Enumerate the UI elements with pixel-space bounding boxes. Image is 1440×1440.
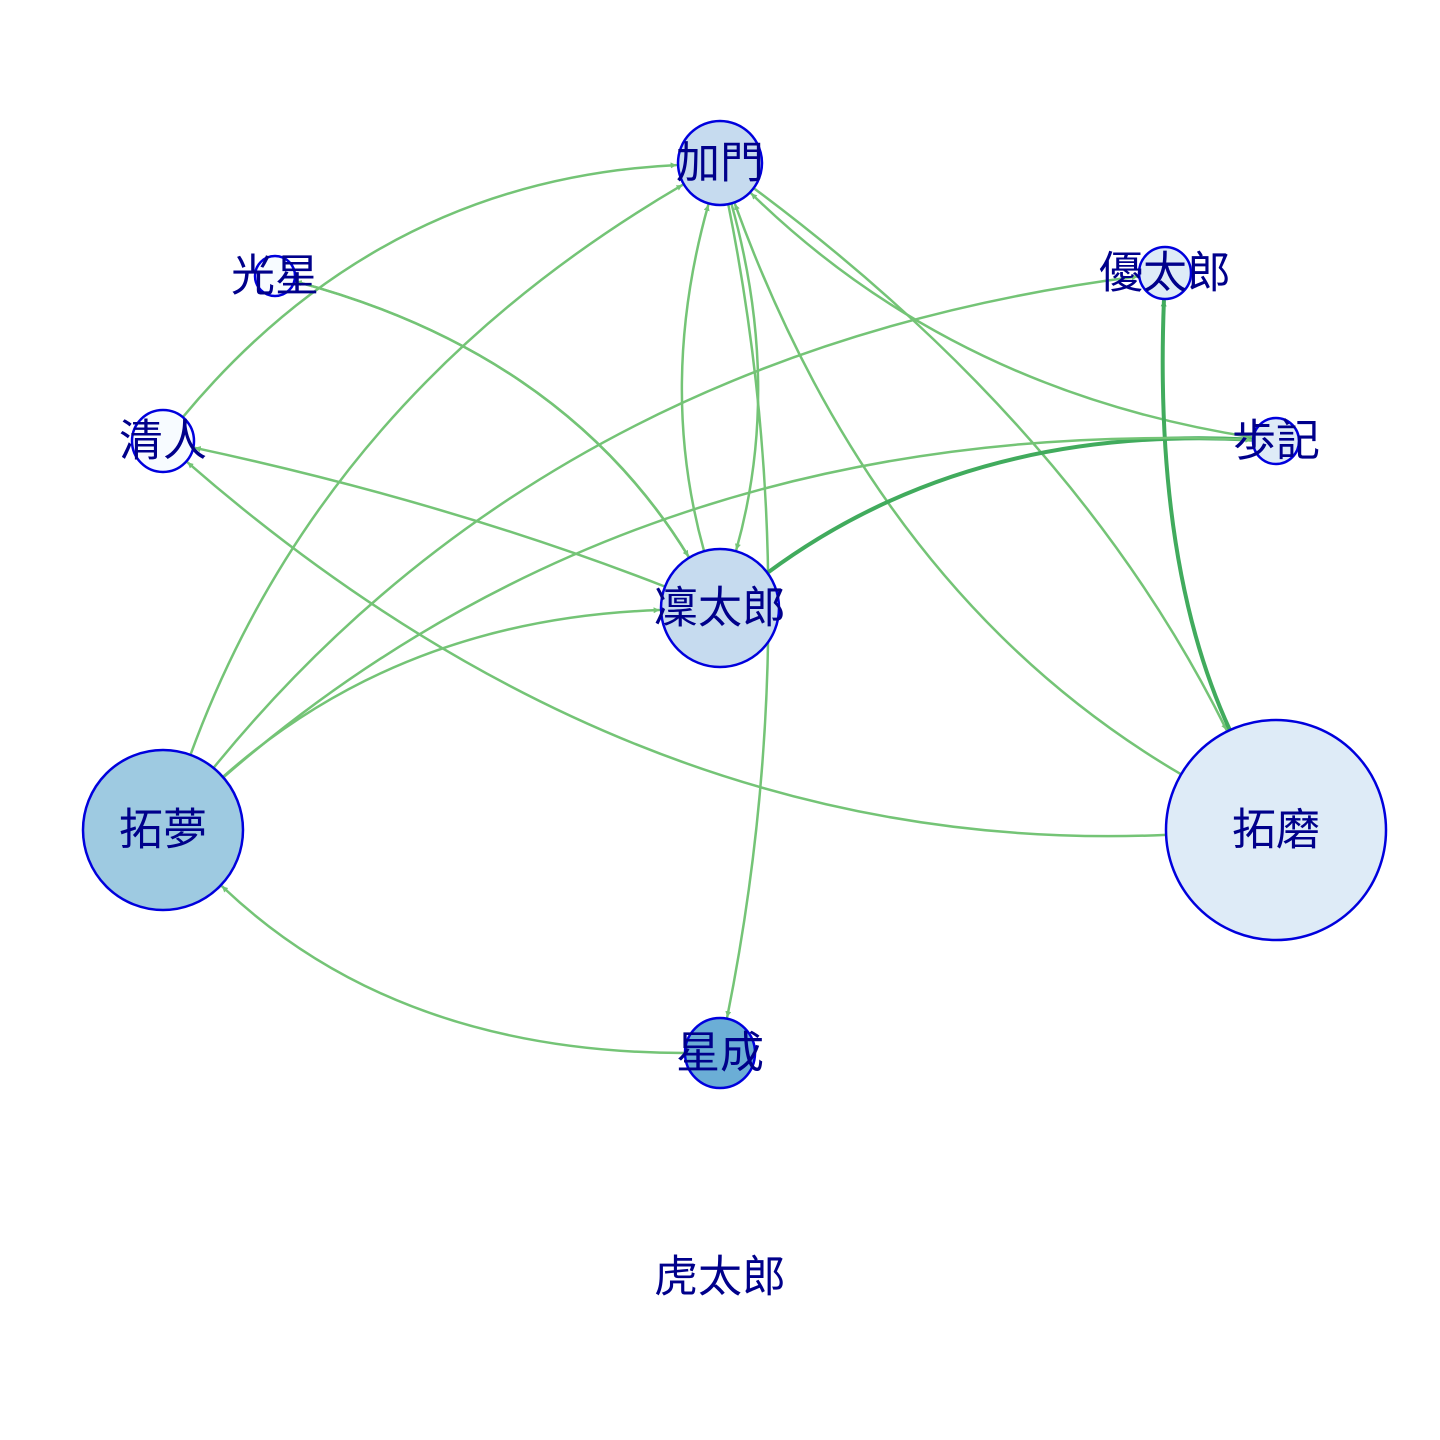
node-kosei: 光星 xyxy=(231,251,319,302)
node-kotaro-label: 虎太郎 xyxy=(654,1252,786,1303)
edge-kamon-to-rintaro xyxy=(730,202,760,551)
node-kosei-label: 光星 xyxy=(231,251,319,302)
node-ayuki-circle xyxy=(1251,416,1301,466)
node-kamon-label: 加門 xyxy=(676,138,764,189)
edge-takuma-to-yutaro xyxy=(1160,298,1232,733)
node-ayuki-label: 歩記 xyxy=(1232,416,1320,467)
node-rintaro-circle xyxy=(659,547,781,669)
edge-rintaro-to-kamon xyxy=(680,204,710,553)
edge-ayuki-to-kamon xyxy=(750,192,1255,439)
node-kiyoto-label: 清人 xyxy=(119,416,207,467)
node-ayuki: 歩記 xyxy=(1232,416,1320,467)
node-kiyoto: 清人 xyxy=(119,408,207,474)
node-yutaro: 優太郎 xyxy=(1099,245,1231,301)
node-yutaro-circle xyxy=(1137,245,1193,301)
edge-takumu-to-rintaro xyxy=(221,607,661,779)
edge-takumu-to-kamon xyxy=(189,183,684,757)
node-takumu-label: 拓夢 xyxy=(119,805,207,856)
edge-rintaro-to-kiyoto xyxy=(194,446,667,588)
node-takuma-circle xyxy=(1164,718,1388,942)
edge-takuma-to-kiyoto xyxy=(186,461,1168,838)
node-seisei-circle xyxy=(683,1016,757,1090)
node-kosei-circle xyxy=(253,254,297,298)
node-takuma-label: 拓磨 xyxy=(1232,805,1320,856)
node-kamon-circle xyxy=(676,119,764,207)
node-yutaro-label: 優太郎 xyxy=(1099,248,1231,299)
node-takuma: 拓磨 xyxy=(1164,718,1388,942)
node-takumu: 拓夢 xyxy=(81,748,245,912)
node-kotaro: 虎太郎 xyxy=(654,1252,786,1303)
edge-rintaro-to-kosei xyxy=(295,280,691,559)
node-takumu-circle xyxy=(81,748,245,912)
node-seisei: 星成 xyxy=(676,1016,764,1090)
node-seisei-label: 星成 xyxy=(676,1028,764,1079)
edge-takumu-to-ayuki xyxy=(222,436,1253,779)
node-kiyoto-circle xyxy=(130,408,196,474)
edge-kosei-to-rintaro xyxy=(293,279,690,558)
edge-takuma-to-kamon xyxy=(733,203,1183,776)
edge-takumu-to-yutaro xyxy=(212,274,1139,770)
edge-seisei-to-takumu xyxy=(221,885,687,1055)
node-kamon: 加門 xyxy=(676,119,764,207)
edge-kiyoto-to-kamon xyxy=(181,162,678,419)
node-rintaro: 凜太郎 xyxy=(654,547,786,669)
node-rintaro-label: 凜太郎 xyxy=(654,583,786,634)
